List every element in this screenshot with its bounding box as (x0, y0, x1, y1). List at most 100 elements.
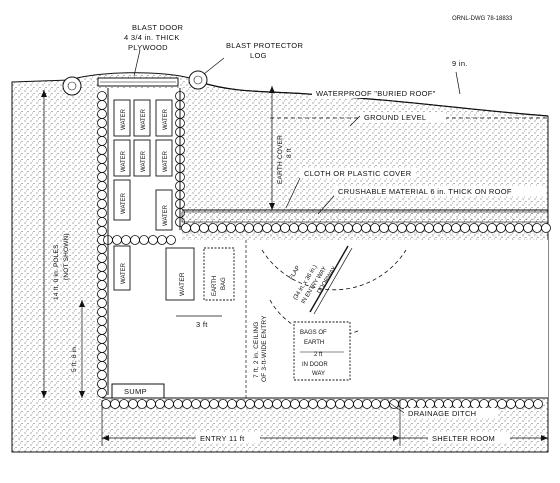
log-end (97, 298, 107, 308)
shelter-label: SHELTER ROOM (432, 434, 495, 443)
log-end (424, 223, 434, 233)
log-end (272, 399, 282, 409)
log-end (209, 399, 219, 409)
waterproof-label: WATERPROOF "BURIED ROOF" (316, 89, 436, 98)
log-end (173, 399, 183, 409)
log-end (524, 399, 534, 409)
log-end (97, 343, 107, 353)
leader-drainage (387, 401, 407, 415)
water-text: WATER (163, 108, 169, 130)
doorway-bags (293, 321, 351, 381)
log-end (97, 262, 107, 272)
log-end (191, 399, 201, 409)
log-end (478, 223, 488, 233)
log-end (182, 399, 192, 409)
log-end (307, 223, 317, 233)
water-containers (113, 99, 173, 291)
log-end (245, 399, 255, 409)
ceiling-label-1: 7 ft, 2 in. CEILING (253, 321, 260, 378)
leader-crushable (317, 195, 335, 215)
log-end (97, 127, 107, 137)
drainage-label: DRAINAGE DITCH (408, 409, 476, 418)
log-end (190, 223, 200, 233)
log-end (515, 399, 525, 409)
entry-label: ENTRY 11 ft (200, 434, 245, 443)
log-end (97, 217, 107, 227)
leader-blast-door (133, 49, 141, 77)
log-end (97, 379, 107, 389)
log-end (388, 223, 398, 233)
log-end (97, 100, 107, 110)
flap-panel-2 (313, 247, 353, 315)
log-end (379, 223, 389, 233)
log-end (217, 223, 227, 233)
log-end (370, 223, 380, 233)
log-end (470, 399, 480, 409)
log-end (289, 223, 299, 233)
log-end (148, 235, 158, 245)
flap-arc (261, 249, 407, 291)
log-end (362, 399, 372, 409)
log-end (308, 399, 318, 409)
arrow-down (79, 391, 85, 398)
cloth-cover-label: CLOTH OR PLASTIC COVER (304, 169, 412, 178)
sump-label: SUMP (124, 387, 147, 396)
log-end (397, 223, 407, 233)
nine-in-label: 9 in. (452, 59, 468, 68)
log-end (166, 235, 176, 245)
log-end (298, 223, 308, 233)
log-end (218, 399, 228, 409)
log-end (506, 399, 516, 409)
log-end (137, 399, 147, 409)
arrow-up (269, 86, 275, 93)
shelter-label-bg (428, 432, 510, 443)
poles-label-1: 14 ft, 0 in. POLES (53, 244, 60, 300)
log-end (97, 253, 107, 263)
log-end (479, 399, 489, 409)
floor-logs (101, 399, 543, 409)
water-text: WATER (121, 108, 127, 130)
log-end (97, 181, 107, 191)
log-end (130, 235, 140, 245)
log-end (97, 316, 107, 326)
log-end (452, 399, 462, 409)
log-end (343, 223, 353, 233)
log-end (406, 223, 416, 233)
water-text: WATER (121, 150, 127, 172)
five-ft-label: 5 ft, 6 in. (71, 345, 78, 372)
log-ring (193, 75, 203, 85)
log-end (505, 223, 515, 233)
log-end (497, 399, 507, 409)
log-end (97, 136, 107, 146)
leader-protector (203, 57, 225, 75)
log-end (200, 399, 210, 409)
log-end (280, 223, 290, 233)
log-end (460, 223, 470, 233)
log-end (97, 109, 107, 119)
log-end (325, 223, 335, 233)
log-end (352, 223, 362, 233)
log-end (97, 289, 107, 299)
log-end (461, 399, 471, 409)
log-end (97, 307, 107, 317)
arrow-right (393, 435, 400, 441)
ceiling-label-2: OF 3-ft-WIDE ENTRY (261, 315, 268, 382)
log-end (97, 388, 107, 398)
log-end (181, 223, 191, 233)
water-text: WATER (163, 150, 169, 172)
dim-3ft-label: 3 ft (196, 320, 208, 329)
arrow-up (41, 90, 47, 97)
log-end (97, 352, 107, 362)
log-end (496, 223, 506, 233)
log-end (146, 399, 156, 409)
blast-door-label-1: BLAST DOOR (132, 23, 183, 32)
log-end (101, 399, 111, 409)
earth-bag-label-2: BAG (221, 277, 227, 290)
log-end (128, 399, 138, 409)
leader-cloth (285, 177, 301, 209)
log-end (199, 223, 209, 233)
log-end (407, 399, 417, 409)
log-end (164, 399, 174, 409)
water-text: WATER (163, 204, 169, 226)
